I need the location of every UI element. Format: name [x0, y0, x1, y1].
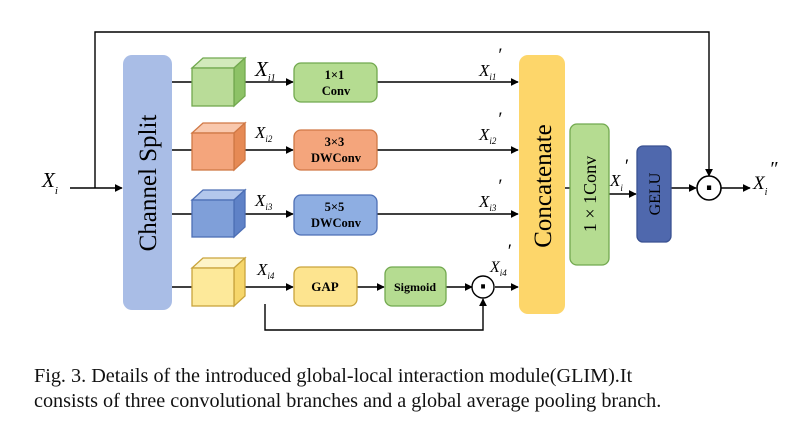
- branch-3-input-label: Xi3: [254, 191, 273, 212]
- gelu-label: GELU: [647, 172, 664, 215]
- output-label: Xi″: [752, 158, 779, 198]
- conv-1x1-vertical-label: 1 × 1Conv: [580, 156, 600, 232]
- input-label: Xi: [41, 168, 58, 197]
- channel-split-block: Channel Split: [123, 55, 172, 310]
- connectors: [70, 31, 751, 331]
- gap-box: GAP: [293, 266, 358, 307]
- branch-4-input-label: Xi4: [256, 260, 275, 281]
- concatenate-block: Concatenate: [519, 55, 565, 314]
- dwconv-5x5-box: 5×5 DWConv: [293, 194, 378, 236]
- dwconv-5x5-line2: DWConv: [311, 216, 362, 230]
- after-conv-label: Xi′: [609, 156, 629, 193]
- final-multiply-node: ·: [696, 174, 722, 202]
- sigmoid-label: Sigmoid: [394, 280, 436, 294]
- caption-line-2: consists of three convolutional branches…: [34, 390, 662, 412]
- conv-1x1-line1: 1×1: [325, 68, 345, 82]
- cube-4: [190, 256, 247, 308]
- branch-4-output-label: Xi4′: [489, 241, 512, 278]
- concatenate-label: Concatenate: [530, 124, 557, 248]
- branch-2-output-label: Xi2′: [478, 109, 503, 146]
- branch-3-output-label: Xi3′: [478, 176, 503, 213]
- gap-label: GAP: [311, 279, 339, 294]
- glim-diagram: Channel Split Xi1 Xi2 Xi3 Xi4 1×1 Co: [41, 31, 779, 331]
- cube-2: [190, 121, 247, 172]
- svg-text:5×5 DWConv: 5×5 DWConv: [311, 200, 362, 230]
- cube-1: [190, 56, 247, 108]
- channel-split-label: Channel Split: [135, 115, 162, 252]
- pooling-multiply-symbol: ·: [479, 275, 487, 300]
- svg-text:3×3 DWConv: 3×3 DWConv: [311, 135, 362, 165]
- pooling-skip-line: [264, 298, 487, 331]
- svg-text:1×1 Conv: 1×1 Conv: [322, 68, 351, 98]
- branch-2-input-label: Xi2: [254, 123, 273, 144]
- branch-1-output-label: Xi1′: [478, 45, 503, 82]
- gelu-block: GELU: [636, 145, 672, 243]
- final-multiply-symbol: ·: [704, 174, 713, 202]
- dwconv-3x3-box: 3×3 DWConv: [293, 129, 378, 171]
- branch-1-input-label: Xi1: [254, 57, 276, 84]
- pooling-multiply-node: ·: [471, 275, 495, 300]
- skip-connection-line: [94, 31, 713, 188]
- conv-1x1-vertical-block: 1 × 1Conv: [569, 123, 610, 266]
- dwconv-3x3-line1: 3×3: [325, 135, 345, 149]
- cube-3: [190, 188, 247, 239]
- conv-1x1-box: 1×1 Conv: [293, 62, 378, 103]
- sigmoid-box: Sigmoid: [384, 266, 447, 307]
- dwconv-3x3-line2: DWConv: [311, 151, 362, 165]
- dwconv-5x5-line1: 5×5: [325, 200, 345, 214]
- conv-1x1-line2: Conv: [322, 84, 351, 98]
- caption-line-1: Fig. 3. Details of the introduced global…: [34, 365, 633, 387]
- figure-caption: Fig. 3. Details of the introduced global…: [34, 364, 784, 414]
